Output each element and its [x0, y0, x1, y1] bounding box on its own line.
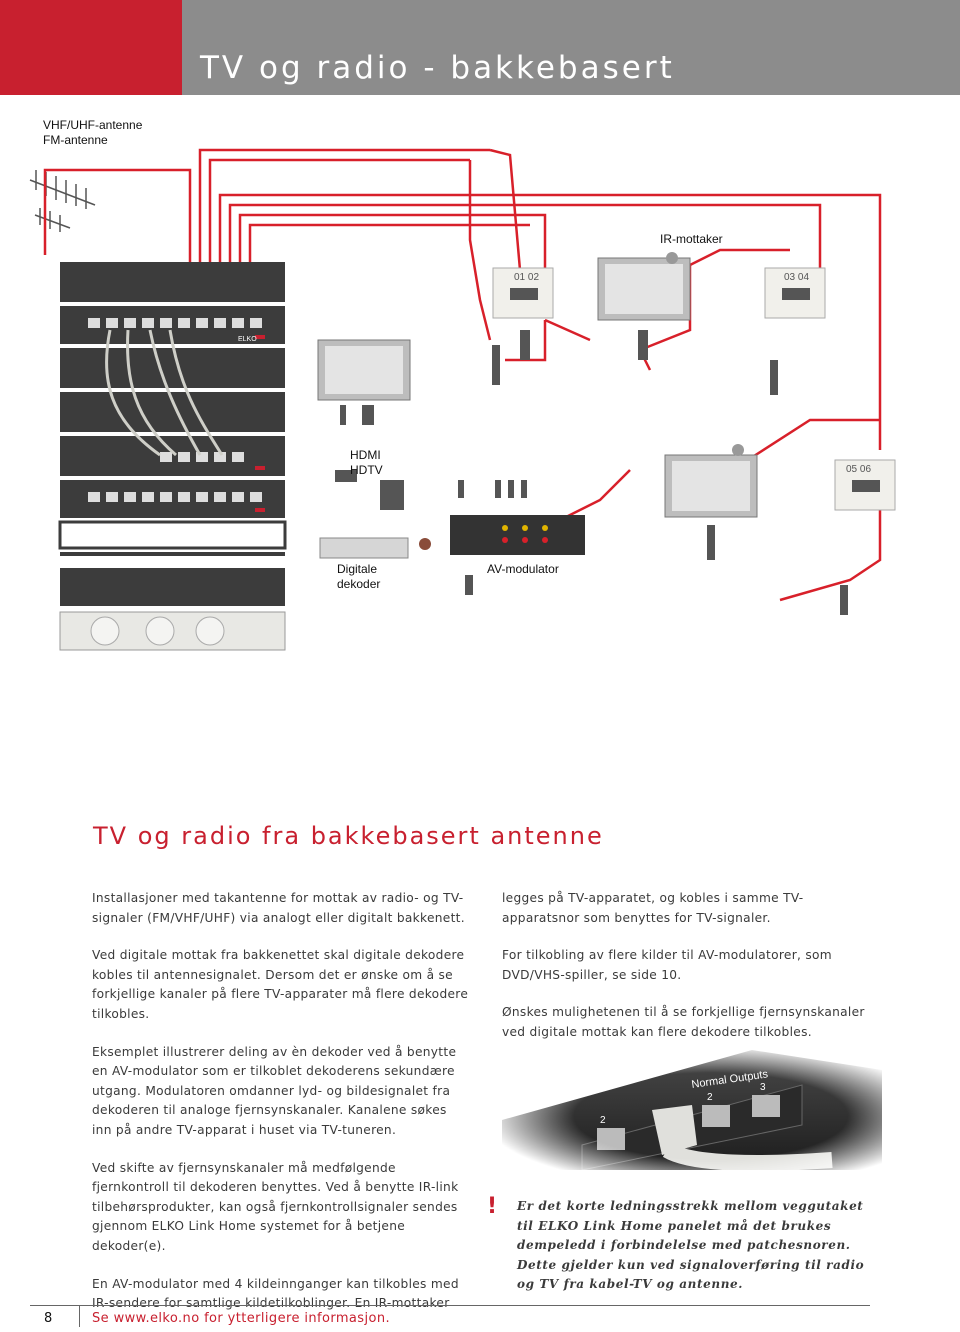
- wall-outlet-2: [764, 267, 826, 319]
- hdmi-label-line1: HDMI: [350, 448, 381, 462]
- antenna-label-line1: VHF/UHF-antenne: [43, 118, 143, 132]
- outlet-2-label: 03 04: [784, 272, 810, 283]
- paragraph: Ønskes mulighetenen til å se forkjellige…: [502, 1005, 865, 1039]
- tv-downstairs-icon: [664, 444, 758, 518]
- right-column: legges på TV-apparatet, og kobles i samm…: [502, 889, 872, 1061]
- patch-rack: [58, 262, 287, 651]
- tv-upstairs-icon: [597, 252, 691, 321]
- footer-separator: [79, 1305, 80, 1327]
- section-title: TV og radio fra bakkebasert antenne: [93, 822, 604, 850]
- paragraph: Installasjoner med takantenne for mottak…: [92, 891, 465, 925]
- wall-outlet-1: [492, 267, 554, 319]
- left-column: Installasjoner med takantenne for mottak…: [92, 889, 470, 1332]
- antenna-label-line2: FM-antenne: [43, 133, 108, 147]
- page-number: 8: [44, 1311, 53, 1326]
- decoder-icon: [319, 537, 431, 559]
- hdmi-label-line2: HDTV: [350, 463, 383, 477]
- ir-receiver-label: IR-mottaker: [660, 232, 723, 246]
- header-bar: [182, 0, 960, 95]
- paragraph: En AV-modulator med 4 kildeinnganger kan…: [92, 1276, 459, 1311]
- av-modulator-label: AV-modulator: [487, 562, 559, 576]
- wall-outlet-3: [834, 459, 896, 511]
- header-accent-block: [0, 0, 182, 95]
- decoder-label-line1: Digitale: [337, 562, 378, 576]
- panel-brand: ELKO: [238, 336, 257, 343]
- warning-icon: !: [487, 1194, 498, 1219]
- paragraph: Ved digitale mottak fra bakkenettet skal…: [92, 948, 469, 1021]
- port-3-label: 3: [760, 1082, 766, 1093]
- paragraph: Eksemplet illustrerer deling av èn dekod…: [92, 1044, 457, 1137]
- tv-hdmi-icon: [317, 339, 411, 401]
- outlet-3-label: 05 06: [846, 464, 872, 475]
- note-text: Er det korte ledningsstrekk mellom veggu…: [517, 1199, 865, 1291]
- footer-link-text: Se www.elko.no for ytterligere informasj…: [92, 1311, 391, 1326]
- av-modulator-icon: [450, 515, 585, 555]
- page-title: TV og radio - bakkebasert: [200, 50, 675, 86]
- antenna-icon: [29, 170, 96, 255]
- paragraph: For tilkobling av flere kilder til AV-mo…: [502, 948, 832, 982]
- decoder-label-line2: dekoder: [337, 577, 381, 591]
- outlet-1-label: 01 02: [514, 272, 540, 283]
- installation-diagram: [29, 148, 896, 651]
- footer-divider: [30, 1305, 870, 1306]
- paragraph: Ved skifte av fjernsynskanaler må medføl…: [92, 1160, 459, 1253]
- port-2-label: 2: [600, 1115, 606, 1126]
- paragraph: legges på TV-apparatet, og kobles i samm…: [502, 891, 804, 925]
- panel-photo: Normal Outputs 2 2 3: [502, 1050, 882, 1171]
- port-2-label: 2: [707, 1092, 713, 1103]
